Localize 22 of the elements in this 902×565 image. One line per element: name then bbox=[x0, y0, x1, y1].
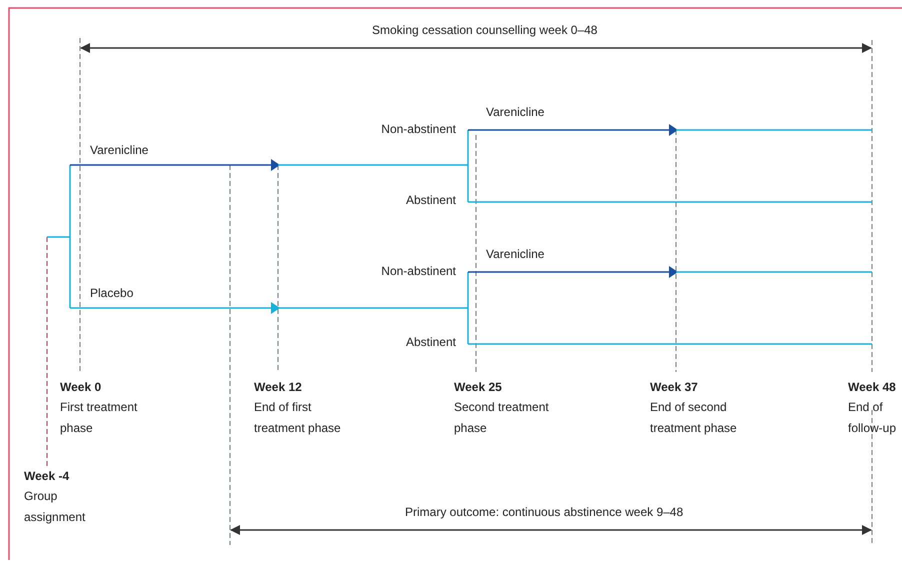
outcome-label: Abstinent bbox=[404, 192, 456, 209]
dimension-label: Primary outcome: continuous abstinence week 9–48 bbox=[405, 504, 684, 521]
arm-label: Varenicline bbox=[486, 246, 544, 263]
outcome-label: Non-abstinent bbox=[380, 263, 456, 280]
week-label: Week 12 bbox=[254, 379, 302, 396]
outcome-label: Abstinent bbox=[404, 334, 456, 351]
arm-label: Varenicline bbox=[486, 104, 544, 121]
week-description: End of follow-up bbox=[848, 399, 898, 437]
arm-label: Placebo bbox=[90, 285, 134, 302]
week-description: Second treatment phase bbox=[454, 399, 550, 437]
outcome-label: Non-abstinent bbox=[380, 121, 456, 138]
week-label: Week 25 bbox=[454, 379, 502, 396]
week-label: Week 0 bbox=[60, 379, 102, 396]
week-label: Week 37 bbox=[650, 379, 698, 396]
arm-label: Varenicline bbox=[90, 142, 148, 159]
week-label: Week -4 bbox=[24, 468, 70, 485]
week-description: End of first treatment phase bbox=[254, 399, 342, 437]
week-description: End of second treatment phase bbox=[650, 399, 738, 437]
timeline-title: Smoking cessation counselling week 0–48 bbox=[372, 22, 598, 39]
week-description: Group assignment bbox=[24, 488, 86, 526]
week-description: First treatment phase bbox=[60, 399, 138, 437]
week-label: Week 48 bbox=[848, 379, 896, 396]
